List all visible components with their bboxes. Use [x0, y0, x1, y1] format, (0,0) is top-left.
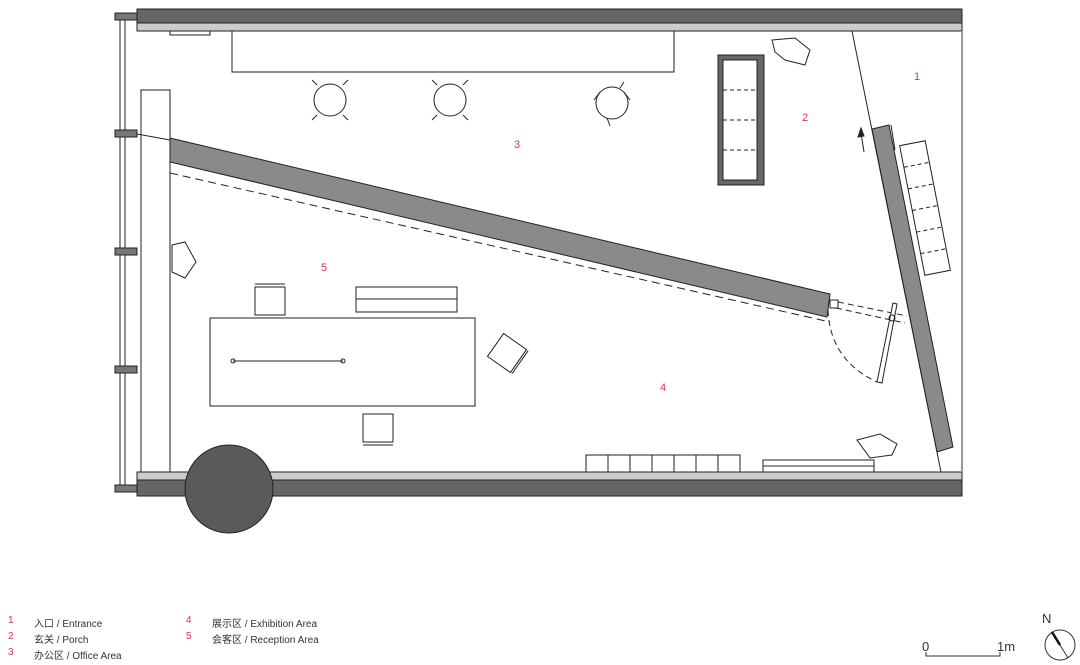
legend-number: 3 — [8, 647, 14, 658]
angled-wall-east — [871, 124, 954, 453]
legend-text: 玄关 / Porch — [34, 635, 89, 646]
bench-south — [762, 459, 875, 473]
pivot-door — [827, 299, 908, 384]
legend-number: 4 — [186, 615, 192, 626]
chair — [362, 413, 394, 446]
legend-number: 5 — [186, 631, 192, 642]
room-label-entrance: 1 — [914, 71, 920, 83]
north-arrow-icon — [1044, 629, 1076, 661]
display-boxes — [585, 454, 741, 473]
legend-number: 1 — [8, 615, 14, 626]
wall-south — [136, 471, 963, 497]
shelf-north — [231, 30, 675, 73]
room-label-office: 3 — [514, 139, 520, 151]
bench-angled — [899, 140, 951, 276]
table-strip — [230, 358, 346, 364]
vent — [169, 30, 211, 36]
legend-text: 展示区 / Exhibition Area — [212, 619, 318, 630]
legend-text: 会客区 / Reception Area — [212, 635, 319, 646]
legend-number: 2 — [8, 631, 14, 642]
sofa — [717, 54, 765, 186]
legend-text: 入口 / Entrance — [34, 619, 103, 630]
scale-start: 0 — [922, 639, 929, 654]
round-column — [184, 444, 274, 534]
bench-reception — [355, 286, 458, 313]
partition-track-dashed — [169, 172, 831, 323]
wall-north — [136, 8, 963, 32]
scale-bar — [925, 652, 1001, 657]
meeting-table — [209, 317, 476, 407]
entry-arrow-icon — [857, 126, 865, 153]
room-label-exhibition: 4 — [660, 382, 666, 394]
rock — [171, 241, 197, 279]
scale-end: 1m — [997, 639, 1015, 654]
office-chair — [593, 81, 631, 127]
wall-joint — [136, 133, 171, 141]
diagonal-partition-wall — [169, 137, 831, 318]
chair — [254, 283, 286, 316]
office-chair — [311, 79, 349, 121]
north-label: N — [1042, 611, 1051, 626]
column-west — [140, 89, 171, 473]
office-chair — [431, 79, 469, 121]
room-label-reception: 5 — [321, 262, 327, 274]
room-label-porch: 2 — [802, 112, 808, 124]
window-frame-west — [114, 12, 138, 493]
rock — [771, 37, 811, 66]
legend-text: 办公区 / Office Area — [34, 651, 122, 662]
rock — [856, 433, 898, 459]
chair — [486, 332, 529, 374]
